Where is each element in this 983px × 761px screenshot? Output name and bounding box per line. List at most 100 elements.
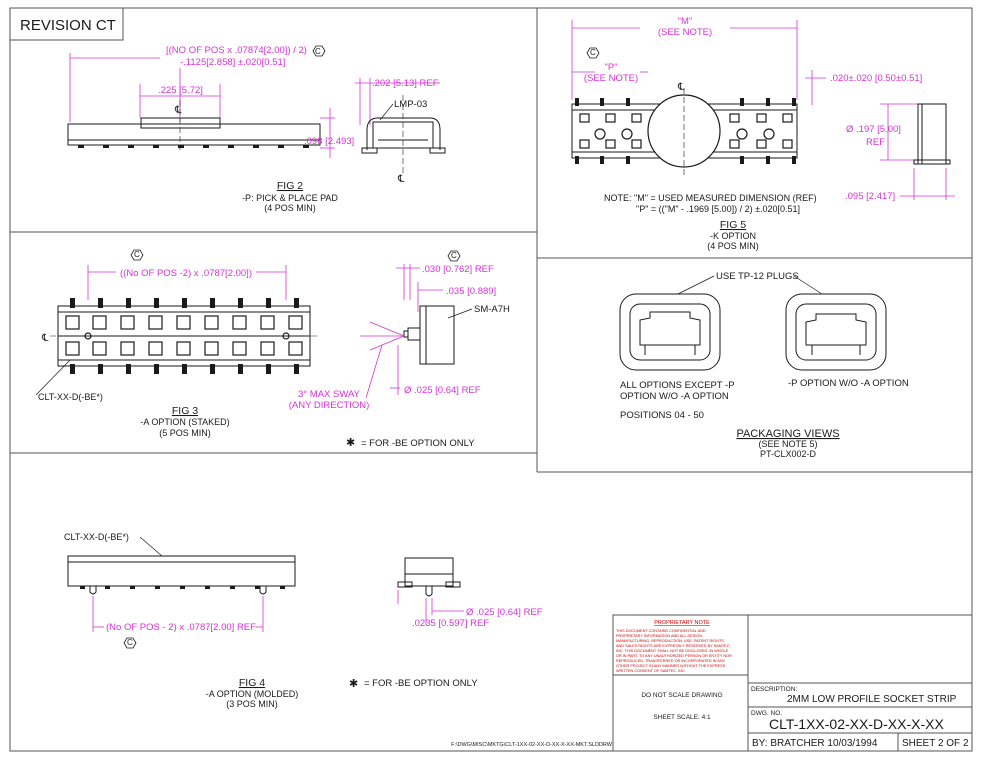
sheet-border <box>9 7 973 752</box>
fig3-be-note: = FOR -BE OPTION ONLY <box>361 438 475 449</box>
fig4-side-view <box>397 557 461 597</box>
fig4-caption-2: (3 POS MIN) <box>226 699 278 709</box>
fig5-pins-top <box>575 98 796 164</box>
packaging-views: USE TP-12 PLUGS ALL OPTIONS EXCEPT -P OP… <box>619 271 909 459</box>
packaging-tray-left <box>619 293 721 371</box>
file-path: F:\DWG\MISC\MKTG\CLT-1XX-02-XX-D-XX-X-XX… <box>451 742 613 748</box>
fig2-side-view <box>361 117 446 154</box>
fig2-part: LMP-03 <box>394 99 427 110</box>
fig3-dim-035: .035 [0.889] <box>446 286 496 297</box>
fig2-caption-2: (4 POS MIN) <box>264 203 316 213</box>
fig2-dim-225: .225 [5.72] <box>158 85 203 96</box>
fig3-caption-2: (5 POS MIN) <box>159 428 211 438</box>
fig5-dim-ref: REF <box>866 137 885 148</box>
fig5: "M" (SEE NOTE) C "P" (SEE NOTE) ℄ <box>571 16 955 251</box>
fig3-sway-1: 3° MAX SWAY <box>298 389 361 400</box>
no-scale-note: DO NOT SCALE DRAWING <box>641 692 722 699</box>
fig2-title: FIG 2 <box>277 180 303 192</box>
svg-text:OR IN PART, TO ANY UNAUTHORIZE: OR IN PART, TO ANY UNAUTHORIZED PERSON O… <box>616 654 732 658</box>
svg-text:WRITTEN CONSENT OF SAMTEC, INC: WRITTEN CONSENT OF SAMTEC, INC. <box>616 669 686 673</box>
fig3-datum-c: C <box>134 250 140 259</box>
fig5-dim-095: .095 [2.417] <box>845 191 895 202</box>
fig5-dim-m: "M" <box>678 16 693 27</box>
fig4-dim-pitch: (No OF POS - 2) x .0787[2.00] REF <box>106 622 256 633</box>
fig5-dim-020: .020±.020 [0.50±0.51] <box>830 73 922 84</box>
fig2-dim-top-2: -.1125[2.858] ±.020[0.51] <box>180 57 285 68</box>
packaging-sub-2: PT-CLX002-D <box>760 449 817 459</box>
packaging-plugs: USE TP-12 PLUGS <box>716 271 799 282</box>
fig4: CLT-XX-D(-BE*) (No OF POS - 2) x .0787[2… <box>64 532 543 709</box>
fig4-dim-0235: .0235 [0.597] REF <box>412 618 489 629</box>
fig3-dim-025: Ø .025 [0.64] REF <box>404 385 481 396</box>
fig2-dim-top-1: [(NO OF POS x .07874[2.00]) / 2) <box>166 45 307 56</box>
packaging-positions: POSITIONS 04 - 50 <box>620 410 704 421</box>
fig3: C ((No OF POS -2) x .0787[2.00]) <box>35 249 510 449</box>
fig2-dim-202: .202 [5.13] REF <box>372 78 439 89</box>
fig2: [(NO OF POS x .07874[2.00]) / 2) C -.112… <box>67 45 446 213</box>
fig2-datum-hex <box>312 45 326 57</box>
sheet-scale: SHEET SCALE: 4:1 <box>653 714 711 721</box>
fig2-pad <box>140 117 221 129</box>
fig4-label: CLT-XX-D(-BE*) <box>64 532 129 542</box>
fig5-contacts <box>579 113 793 149</box>
fig2-centerline: ℄ <box>174 105 182 116</box>
fig4-title: FIG 4 <box>239 677 265 689</box>
fig5-note-2: "P" = (("M" - .1969 [5.00]) / 2) ±.020[0… <box>636 204 800 214</box>
fig2-dim-098: .098 [2.493] <box>304 136 354 147</box>
svg-text:PROPRIETARY INFORMATION AND AL: PROPRIETARY INFORMATION AND ALL DESIGN, <box>616 634 703 638</box>
svg-text:MANUFACTURING, REPRODUCTION, U: MANUFACTURING, REPRODUCTION, USE, PATENT… <box>616 639 724 643</box>
fig2-datum-c: C <box>315 47 321 56</box>
description-label: DESCRIPTION: <box>751 686 797 693</box>
fig5-centerline: ℄ <box>677 82 685 93</box>
dwg-no-label: DWG. NO. <box>751 710 782 717</box>
sheet-number: SHEET 2 OF 2 <box>902 738 969 749</box>
packaging-left-2: OPTION W/O -A OPTION <box>620 391 729 402</box>
packaging-right: -P OPTION W/O -A OPTION <box>788 378 909 389</box>
fig5-side-view <box>913 103 951 165</box>
packaging-left-1: ALL OPTIONS EXCEPT -P <box>620 380 735 391</box>
svg-text:OTHER PROJECT IN ANY MANNER WI: OTHER PROJECT IN ANY MANNER WITHOUT THE … <box>616 664 726 668</box>
fig5-title: FIG 5 <box>720 219 746 231</box>
fig5-dim-m-note: (SEE NOTE) <box>658 27 712 38</box>
fig3-contacts <box>65 315 303 356</box>
fig3-dim-pitch: ((No OF POS -2) x .0787[2.00]) <box>120 268 252 279</box>
fig5-caption-2: (4 POS MIN) <box>707 241 759 251</box>
dwg-no-value: CLT-1XX-02-XX-D-XX-X-XX <box>769 716 944 732</box>
description-value: 2MM LOW PROFILE SOCKET STRIP <box>787 694 957 705</box>
fig3-centerline: ℄ <box>41 333 49 344</box>
svg-text:AND SALES RIGHTS ARE EXPRESSLY: AND SALES RIGHTS ARE EXPRESSLY RESERVED … <box>616 644 731 648</box>
fig3-side-view <box>403 305 455 365</box>
fig3-sway-2: (ANY DIRECTION) <box>289 400 370 411</box>
proprietary-title: PROPRIETARY NOTE <box>654 620 710 626</box>
fig4-pins <box>80 586 285 589</box>
fig4-dim-025: Ø .025 [0.64] REF <box>466 607 543 618</box>
fig2-body <box>67 123 321 146</box>
packaging-tray-right <box>785 293 887 371</box>
fig5-caption-1: -K OPTION <box>710 231 756 241</box>
proprietary-lines: THIS DOCUMENT CONTAINS CONFIDENTIAL AND … <box>616 629 732 673</box>
fig4-asterisk: ✱ <box>349 678 358 690</box>
svg-text:REPRODUCED, TRANSFERRED OR INC: REPRODUCED, TRANSFERRED OR INCORPORATED … <box>616 659 726 663</box>
fig4-datum-c: C <box>127 638 133 647</box>
fig3-title: FIG 3 <box>172 405 198 417</box>
fig5-dim-p-note: (SEE NOTE) <box>584 73 638 84</box>
fig5-dim-197: Ø .197 [5.00] <box>846 124 901 135</box>
fig3-dim-030: .030 [0.762] REF <box>422 264 494 275</box>
svg-text:THIS DOCUMENT CONTAINS CONFIDE: THIS DOCUMENT CONTAINS CONFIDENTIAL AND <box>616 629 706 633</box>
fig5-note-1: NOTE: "M" = USED MEASURED DIMENSION (REF… <box>604 193 817 203</box>
packaging-sub-1: (SEE NOTE 5) <box>758 439 817 449</box>
fig5-cap <box>647 94 721 168</box>
fig2-side-centerline: ℄ <box>397 174 405 185</box>
fig5-datum-c: C <box>590 48 596 57</box>
title-block: PROPRIETARY NOTE THIS DOCUMENT CONTAINS … <box>612 614 973 752</box>
fig3-part: SM-A7H <box>474 304 510 315</box>
fig2-caption-1: -P: PICK & PLACE PAD <box>242 193 338 203</box>
fig3-pins <box>70 298 299 374</box>
revision-box <box>9 7 124 41</box>
fig2-pins <box>78 145 309 148</box>
fig4-caption-1: -A OPTION (MOLDED) <box>206 689 299 699</box>
svg-text:INC. THIS DOCUMENT SHALL NOT B: INC. THIS DOCUMENT SHALL NOT BE DISCLOSE… <box>616 649 729 653</box>
drawn-by: BY: BRATCHER 10/03/1994 <box>752 738 878 749</box>
fig4-be-note: = FOR -BE OPTION ONLY <box>364 678 478 689</box>
